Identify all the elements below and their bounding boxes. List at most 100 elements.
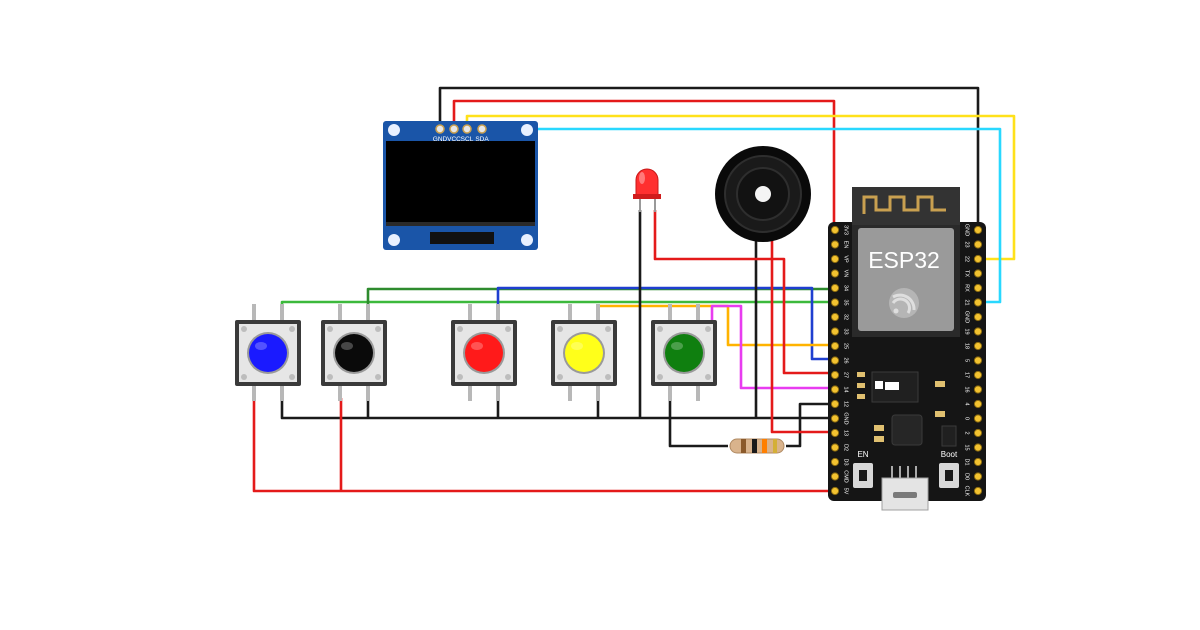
esp32-pin-label: VP — [843, 255, 849, 263]
esp32-pin-13 — [830, 428, 840, 438]
button-cap-red[interactable] — [465, 334, 503, 372]
esp32-pin-21 — [973, 298, 983, 307]
esp32-pin-label: CLK — [964, 486, 970, 497]
esp32-pin-en — [830, 240, 840, 249]
button-cap-black[interactable] — [335, 334, 373, 372]
esp32-pin-label: 2 — [964, 431, 970, 434]
oled-mount-hole — [521, 124, 533, 136]
esp32-pin-clk — [973, 486, 983, 496]
esp32-pin-label: 33 — [843, 328, 849, 334]
esp32-pin-label: 35 — [843, 299, 849, 305]
esp32-shield — [858, 228, 954, 331]
resistor — [729, 438, 785, 454]
esp32-pin-5 — [973, 356, 983, 365]
esp32-pin-label: GND — [843, 412, 849, 424]
esp32-pin-label: EN — [843, 241, 849, 249]
espressif-logo-icon — [889, 288, 919, 318]
esp32-pin-4 — [973, 399, 983, 409]
esp32-pin-vp — [830, 254, 840, 264]
esp32-pin-23 — [973, 240, 983, 249]
esp32-pin-label: TX — [964, 270, 970, 277]
oled-ribbon — [430, 232, 494, 244]
boot-label: Boot — [941, 450, 958, 459]
push-buttons — [235, 304, 717, 401]
oled-mount-hole — [388, 234, 400, 246]
esp32-pin-12 — [830, 399, 840, 409]
esp32-pin-0 — [973, 414, 983, 423]
esp32-pin-label: 0 — [964, 417, 970, 420]
push-button-red[interactable] — [451, 304, 517, 401]
esp32-pin-26 — [830, 356, 840, 365]
esp32-pin-19 — [973, 327, 983, 336]
esp32-pin-label: 16 — [964, 386, 970, 392]
esp32-pin-3v3 — [830, 225, 840, 235]
esp32-pin-label: 3V3 — [843, 225, 849, 235]
esp32-pin-label: 4 — [964, 402, 970, 405]
oled-pin-label: SDA — [475, 136, 489, 143]
button-cap-green[interactable] — [665, 334, 703, 372]
esp32-pin-label: VN — [843, 270, 849, 278]
esp32-pin-35 — [830, 298, 840, 307]
oled-screen — [386, 141, 535, 225]
wire-button-blue-signal — [280, 300, 834, 323]
wire-ground-bus — [280, 398, 834, 420]
wire-oled-gnd — [438, 86, 980, 230]
esp32-pin-label: D2 — [843, 444, 849, 451]
oled-pin-label: SCL — [461, 136, 474, 143]
esp32-pin-gnd — [830, 414, 840, 423]
esp32-pin-label: 15 — [964, 444, 970, 450]
push-button-black[interactable] — [321, 304, 387, 401]
esp32-pin-label: 18 — [964, 343, 970, 349]
esp32-pin-label: 23 — [964, 241, 970, 247]
esp32-pin-label: 21 — [964, 299, 970, 305]
oled-pin-scl — [462, 124, 472, 134]
esp32-pin-label: 5V — [843, 488, 849, 495]
esp32-pin-label: D1 — [964, 458, 970, 465]
oled-mount-hole — [388, 124, 400, 136]
esp32-pin-label: 13 — [843, 430, 849, 436]
esp32-pin-d0 — [973, 472, 983, 481]
esp32-pin-label: 32 — [843, 314, 849, 320]
esp32-pin-label: GND — [964, 311, 970, 323]
push-button-yellow[interactable] — [551, 304, 617, 401]
esp32-pin-label: D0 — [964, 473, 970, 480]
esp32-pin-label: D3 — [843, 458, 849, 465]
esp32-pin-label: 5 — [964, 359, 970, 362]
esp32-pin-label: CMD — [843, 470, 849, 483]
oled-pin-gnd — [435, 124, 445, 134]
esp32-pin-22 — [973, 254, 983, 264]
esp32-pin-tx — [973, 269, 983, 278]
esp32-pin-label: 12 — [843, 401, 849, 407]
wire-buzzer-signal — [770, 240, 834, 434]
esp32-pin-18 — [973, 341, 983, 351]
esp32-pin-label: 17 — [964, 372, 970, 378]
chip-label: ESP32 — [868, 247, 940, 273]
oled-pin-sda — [477, 124, 487, 134]
wire-oled-vcc — [452, 99, 836, 230]
esp32-pin-label: 34 — [843, 285, 849, 291]
red-led — [633, 168, 661, 212]
esp32-pin-5v — [830, 486, 840, 496]
esp32-pin-rx — [973, 283, 983, 293]
oled-pin-label: GND — [433, 136, 448, 143]
button-cap-blue[interactable] — [249, 334, 287, 372]
wire-resistor-pin12 — [786, 402, 834, 448]
esp32-pin-33 — [830, 327, 840, 336]
esp32-pin-15 — [973, 443, 983, 452]
esp32-pin-gnd — [973, 225, 983, 235]
push-button-green[interactable] — [651, 304, 717, 401]
wifi-antenna — [852, 187, 960, 227]
wire-button-red-signal — [496, 286, 834, 361]
en-label: EN — [857, 450, 868, 459]
button-cap-yellow[interactable] — [565, 334, 603, 372]
esp32-pin-32 — [830, 312, 840, 322]
esp32-pin-d3 — [830, 457, 840, 467]
esp32-pin-16 — [973, 385, 983, 394]
esp32-pin-label: 27 — [843, 372, 849, 378]
esp32-pin-label: 26 — [843, 357, 849, 363]
esp32-pin-14 — [830, 385, 840, 394]
buzzer — [715, 146, 811, 242]
esp32-pin-label: GND — [964, 224, 970, 236]
push-button-blue[interactable] — [235, 304, 301, 401]
